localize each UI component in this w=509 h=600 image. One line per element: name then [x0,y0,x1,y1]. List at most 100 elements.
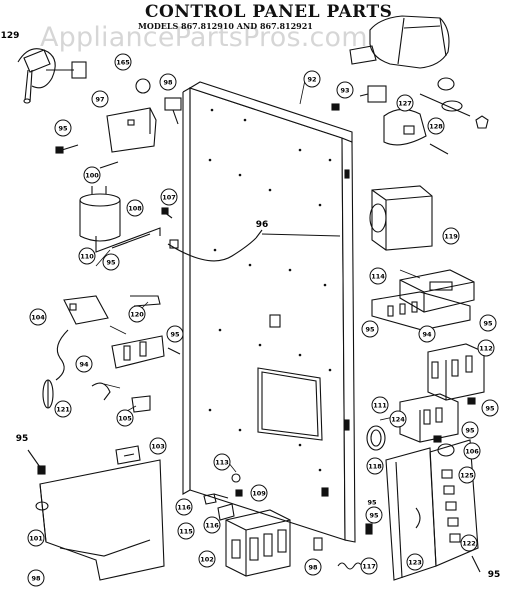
svg-text:165: 165 [116,59,130,67]
svg-text:117: 117 [362,563,376,571]
callout-93: 93 [336,81,354,99]
svg-text:116: 116 [177,504,191,512]
svg-text:102: 102 [200,556,214,564]
callout-123: 123 [406,553,424,571]
callout-124: 124 [389,410,407,428]
part-104-thermostat [42,295,109,409]
svg-text:111: 111 [373,402,387,410]
svg-text:122: 122 [462,540,476,548]
callout-112: 112 [477,339,495,357]
callout-95-h2: 95 [367,499,377,507]
callout-105: 105 [116,409,134,427]
svg-text:104: 104 [31,314,45,322]
svg-text:115: 115 [179,528,193,536]
callout-95-b: 95 [102,253,120,271]
part-125-motor-assembly [349,15,489,155]
part-94-terminal-left [111,335,165,369]
callouts: 129 96 95 95 [1,31,501,580]
callout-92: 92 [303,70,321,88]
callout-125: 125 [458,466,476,484]
svg-text:100: 100 [85,172,99,180]
svg-text:116: 116 [205,522,219,530]
svg-text:95: 95 [365,326,375,334]
svg-text:95: 95 [485,405,495,413]
svg-text:93: 93 [340,87,349,95]
part-102-contactor [225,509,291,577]
part-124-relay [399,393,459,443]
callout-95-a: 95 [54,119,72,137]
callout-102: 102 [198,550,216,568]
svg-text:109: 109 [252,490,266,498]
callout-109: 109 [250,484,268,502]
svg-text:113: 113 [215,459,229,467]
callout-108: 108 [126,199,144,217]
svg-text:118: 118 [368,463,382,471]
callout-122: 122 [460,534,478,552]
callout-95-h: 95 [365,506,383,524]
svg-text:95: 95 [367,499,377,507]
callout-119: 119 [442,227,460,245]
callout-107: 107 [160,188,178,206]
callout-100: 100 [83,166,101,184]
models-subtitle: MODELS 867.812910 AND 867.812921 [138,21,313,31]
svg-text:127: 127 [398,100,412,108]
callout-circles: 165 98 92 93 97 95 100 108 107 110 95 11… [27,53,499,587]
part-123-terminal-board [385,439,479,581]
callout-127: 127 [396,94,414,112]
svg-text:128: 128 [429,123,443,131]
part-114-transformer [399,269,475,313]
svg-text:106: 106 [465,448,479,456]
svg-text:95: 95 [58,125,68,133]
svg-text:123: 123 [408,559,422,567]
callout-165: 165 [114,53,132,71]
svg-text:120: 120 [130,311,144,319]
callout-98-small: 98 [304,558,322,576]
callout-94-right: 94 [418,325,436,343]
svg-text:112: 112 [479,345,493,353]
diagram-title: CONTROL PANEL PARTS [145,2,393,22]
svg-text:95: 95 [106,259,116,267]
callout-129: 129 [1,31,20,41]
callout-95-bottom: 95 [488,570,501,580]
svg-text:119: 119 [444,233,458,241]
svg-text:98: 98 [31,575,41,583]
part-129-assembly [17,48,87,104]
svg-text:94: 94 [422,331,432,339]
callout-120: 120 [128,305,146,323]
callout-95-e: 95 [479,314,497,332]
callout-95-f: 95 [481,399,499,417]
part-112-relay [427,343,485,401]
callout-94-left: 94 [75,355,93,373]
callout-95-c: 95 [166,325,184,343]
callout-96: 96 [256,220,269,230]
callout-97: 97 [91,90,109,108]
callout-101: 101 [27,529,45,547]
callout-116-b: 116 [203,516,221,534]
callout-113: 113 [213,453,231,471]
callout-118: 118 [366,457,384,475]
svg-text:105: 105 [118,415,132,423]
svg-text:95: 95 [369,512,379,520]
callout-128: 128 [427,117,445,135]
callout-116-a: 116 [175,498,193,516]
callout-106: 106 [463,442,481,460]
callout-95-d: 95 [361,320,379,338]
part-119-timer [369,185,433,251]
callout-121: 121 [54,400,72,418]
part-97-bracket [106,107,157,153]
callout-104: 104 [29,308,47,326]
callout-98-top: 98 [159,73,177,91]
wire-96 [167,229,341,262]
svg-text:97: 97 [95,96,104,104]
svg-text:95: 95 [170,331,180,339]
callout-95-left: 95 [16,434,29,444]
callout-98-bottom: 98 [27,569,45,587]
part-94-terminal-right [371,291,471,331]
svg-text:101: 101 [29,535,43,543]
svg-text:107: 107 [162,194,176,202]
svg-text:95: 95 [483,320,493,328]
main-panel [182,81,356,543]
svg-text:125: 125 [460,472,474,480]
